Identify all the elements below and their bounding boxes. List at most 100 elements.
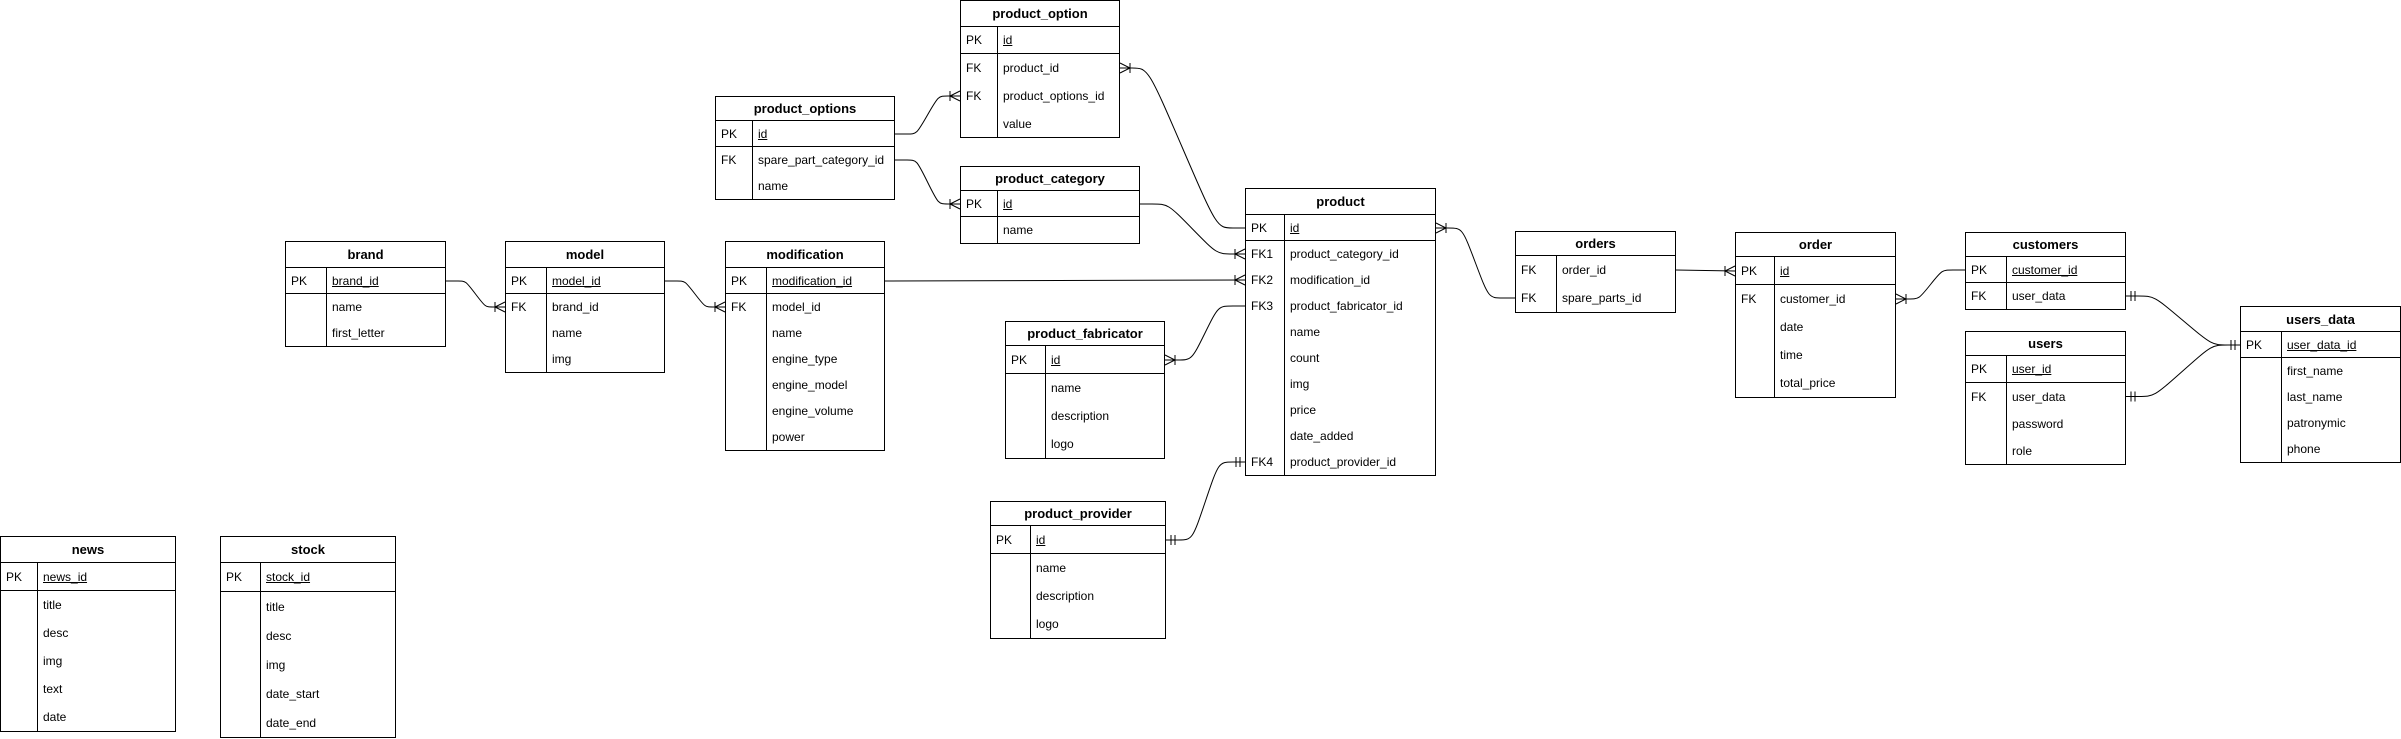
entity-row[interactable]: text xyxy=(1,675,175,703)
field-name: spare_parts_id xyxy=(1562,291,1642,305)
entity-row[interactable]: value xyxy=(961,110,1119,137)
entity-row[interactable]: name xyxy=(506,320,664,346)
entity-row[interactable]: date_start xyxy=(221,679,395,708)
entity-row[interactable]: name xyxy=(991,554,1165,582)
entity-row[interactable]: img xyxy=(221,650,395,679)
key-label: FK xyxy=(966,61,982,75)
field-name: price xyxy=(1290,403,1317,417)
entity-row[interactable]: img xyxy=(1246,371,1435,397)
entity-row[interactable]: logo xyxy=(1006,430,1164,458)
relationship-connector xyxy=(2126,291,2240,350)
entity-row[interactable]: description xyxy=(991,582,1165,610)
entity-row[interactable]: desc xyxy=(1,619,175,647)
entity-row[interactable]: phone xyxy=(2241,436,2400,462)
entity-row[interactable]: first_letter xyxy=(286,320,445,346)
entity-row[interactable]: name xyxy=(1006,374,1164,402)
entity-row[interactable]: engine_model xyxy=(726,372,884,398)
entity-row[interactable]: logo xyxy=(991,610,1165,638)
entity-row[interactable]: name xyxy=(961,217,1139,243)
field-name: logo xyxy=(1051,437,1074,451)
entity-row[interactable]: engine_type xyxy=(726,346,884,372)
entity-row[interactable]: date xyxy=(1736,313,1895,341)
entity-row[interactable]: img xyxy=(506,346,664,372)
entity-row[interactable]: time xyxy=(1736,341,1895,369)
entity-row[interactable]: price xyxy=(1246,397,1435,423)
entity-row[interactable]: date_end xyxy=(221,708,395,737)
entity-row[interactable]: last_name xyxy=(2241,384,2400,410)
entity-row[interactable]: img xyxy=(1,647,175,675)
key-label: FK xyxy=(1971,389,1987,404)
entity-row[interactable]: date_added xyxy=(1246,423,1435,449)
field-name: news_id xyxy=(43,569,88,584)
key-label: PK xyxy=(1011,352,1028,367)
entity-row[interactable]: date xyxy=(1,703,175,731)
field-name: time xyxy=(1780,348,1803,362)
relationship-connector xyxy=(1895,269,1965,305)
entity-row[interactable]: role xyxy=(1966,437,2125,464)
entity-row[interactable]: title xyxy=(1,591,175,619)
entity-row[interactable]: title xyxy=(221,592,395,621)
entity-row[interactable]: desc xyxy=(221,621,395,650)
entity-row[interactable]: power xyxy=(726,424,884,450)
key-label: PK xyxy=(996,532,1013,547)
entity-row[interactable]: password xyxy=(1966,410,2125,437)
entity-row[interactable]: name xyxy=(726,320,884,346)
entity-row[interactable]: name xyxy=(716,173,894,199)
entity-row[interactable]: description xyxy=(1006,402,1164,430)
field-name: first_name xyxy=(2287,364,2344,378)
entity-row[interactable]: patronymic xyxy=(2241,410,2400,436)
entity-row[interactable]: name xyxy=(286,294,445,320)
entity-row[interactable]: engine_volume xyxy=(726,398,884,424)
entity-row[interactable]: first_name xyxy=(2241,358,2400,384)
entity-row[interactable]: total_price xyxy=(1736,369,1895,397)
field-name: user_id xyxy=(2012,362,2052,376)
entity-row[interactable]: name xyxy=(1246,319,1435,345)
entity-row[interactable]: count xyxy=(1246,345,1435,371)
